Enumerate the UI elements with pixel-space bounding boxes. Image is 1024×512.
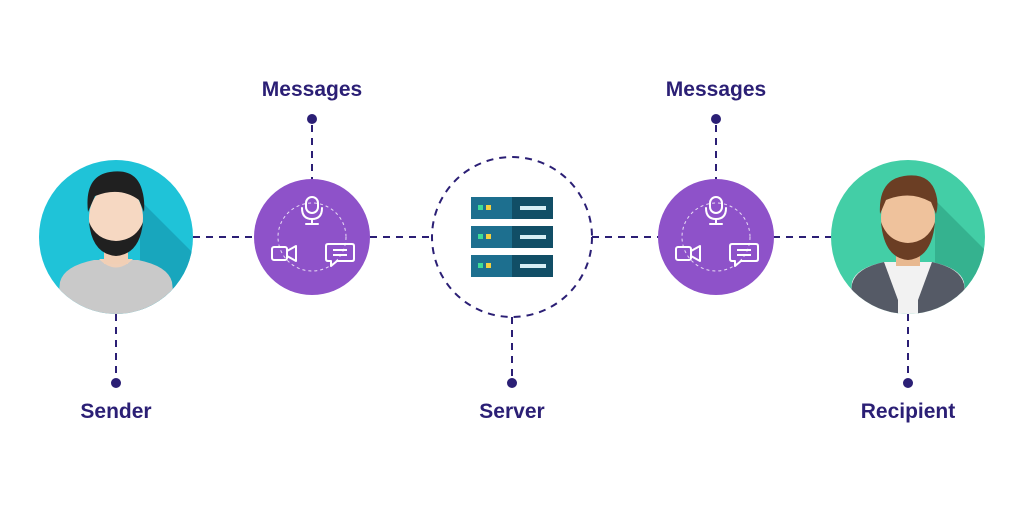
sender-hair [87, 171, 145, 212]
sender-shirt [56, 260, 176, 314]
sender-node [39, 160, 193, 314]
dot-messages-right [711, 114, 721, 124]
label-sender: Sender [80, 400, 152, 423]
sender-beard [89, 222, 143, 256]
chat-bubble-icon [729, 243, 759, 267]
dot-messages-left [307, 114, 317, 124]
dot-server [507, 378, 517, 388]
server-rack-icon [471, 197, 553, 277]
chat-bubble-icon [325, 243, 355, 267]
video-camera-icon [675, 245, 701, 262]
label-messages-right: Messages [665, 78, 767, 101]
recipient-face [881, 185, 935, 251]
recipient-hair [879, 175, 938, 214]
label-server: Server [479, 400, 545, 423]
microphone-icon [301, 196, 323, 225]
messages-left-node [254, 179, 370, 295]
recipient-node [831, 160, 985, 314]
server-node [431, 156, 593, 318]
dot-sender [111, 378, 121, 388]
messages-right-node [658, 179, 774, 295]
connector-dots [111, 114, 913, 388]
video-camera-icon [271, 245, 297, 262]
dot-recipient [903, 378, 913, 388]
microphone-icon [705, 196, 727, 225]
recipient-beard [881, 222, 935, 260]
label-recipient: Recipient [860, 400, 956, 423]
connectors [115, 125, 909, 377]
sender-face [89, 185, 143, 251]
label-messages-left: Messages [261, 78, 363, 101]
